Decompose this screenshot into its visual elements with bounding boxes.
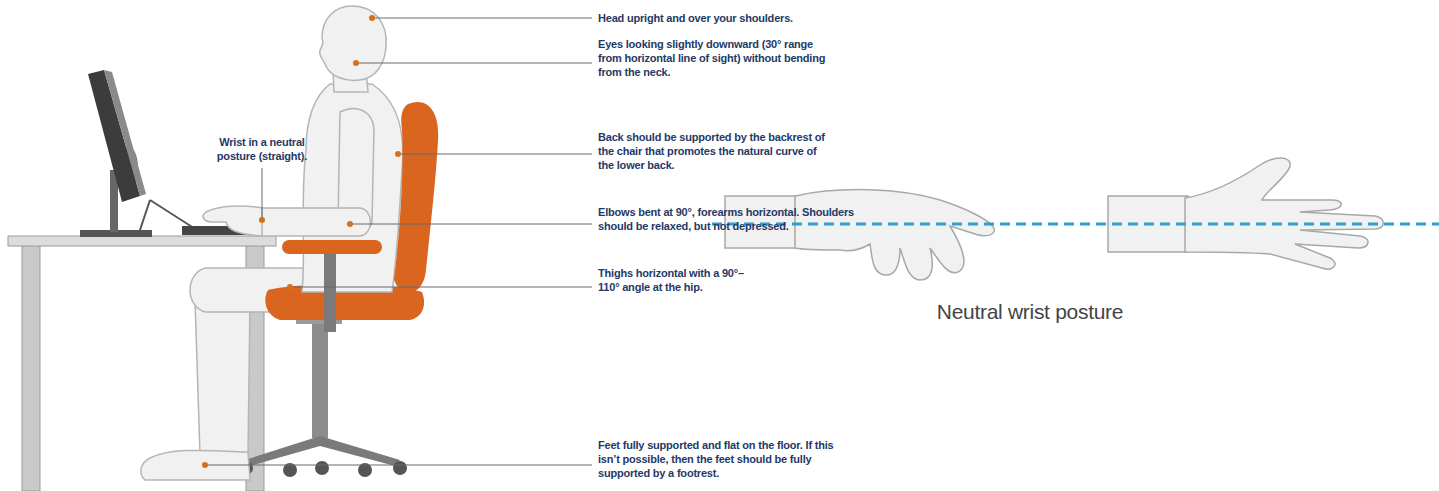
head: [320, 6, 387, 80]
forearm: [260, 208, 371, 236]
torso: [302, 84, 403, 292]
leader-dot: [353, 60, 359, 66]
caster: [315, 461, 329, 475]
hand: [1185, 158, 1383, 269]
callout-text: Thighs horizontal with a 90°–110° angle …: [598, 266, 763, 294]
hand: [795, 190, 994, 280]
leader-dot: [347, 221, 353, 227]
chair-backrest: [394, 102, 438, 293]
leader-dot: [369, 15, 375, 21]
wrist-top-view: [1108, 158, 1383, 269]
callout-text: Elbows bent at 90°, forearms horizontal.…: [598, 205, 860, 233]
caster: [393, 461, 407, 475]
wrist-side-view: [725, 190, 994, 280]
callout-text: Back should be supported by the backrest…: [598, 130, 833, 172]
leader-dot: [259, 217, 265, 223]
callout-text: Feet fully supported and flat on the flo…: [598, 438, 848, 480]
monitor: [80, 70, 152, 237]
lower-leg: [195, 300, 250, 455]
callout-text: Wrist in a neutral posture (straight).: [200, 135, 324, 163]
leader-dot: [395, 151, 401, 157]
stand-line: [138, 200, 150, 236]
desk-leg: [22, 245, 40, 491]
armrest: [282, 240, 382, 254]
leader-line: [350, 224, 592, 225]
leader-line: [262, 168, 263, 220]
callout-text: Eyes looking slightly downward (30° rang…: [598, 37, 838, 79]
armrest-post: [324, 252, 336, 332]
leader-line: [398, 154, 592, 155]
leader-dot: [287, 284, 293, 290]
chair-post: [312, 318, 328, 438]
chair-upper: [282, 102, 438, 332]
leader-dot: [202, 462, 208, 468]
leader-dots: [202, 15, 401, 468]
hand: [203, 206, 262, 236]
callout-text: Head upright and over your shoulders.: [598, 11, 998, 25]
chair-base: [239, 300, 407, 477]
figure-caption: Neutral wrist posture: [880, 300, 1180, 324]
alignment-line: [712, 223, 1439, 226]
leader-line: [372, 18, 592, 19]
leader-line: [356, 63, 592, 64]
person-upper: [203, 6, 403, 292]
leader-line: [290, 287, 592, 288]
leader-lines: [205, 18, 592, 465]
monitor-back: [104, 70, 146, 196]
desk-top: [8, 236, 276, 246]
leader-line: [205, 465, 592, 466]
